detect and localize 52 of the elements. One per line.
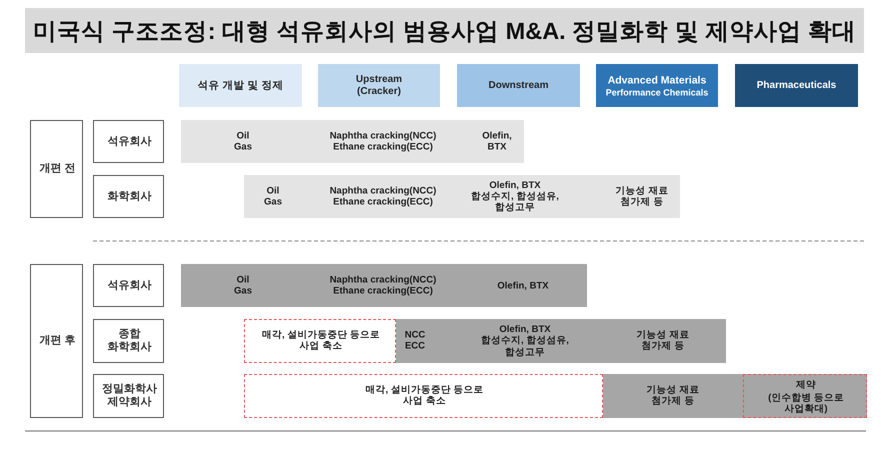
band-text: 기능성 재료 첨가제 등 [636,330,690,352]
row-label-box [93,264,164,307]
band-text: Oil Gas [264,185,282,208]
band-text: (인수합병 등으로 사업확대) [768,392,844,415]
business-band [603,374,743,418]
header-text: Pharmaceuticals [756,80,837,92]
dashed-box [244,319,396,363]
header-text: Downstream [488,80,550,92]
dashed-band [743,374,867,418]
band-text: Oil Gas [234,274,252,297]
header-text: 석유 개발 및 정제 [197,79,284,92]
band-text: Olefin, BTX 합성수지, 합성섬유, 합성고무 [470,179,560,214]
group-label-box [30,120,83,218]
row-label: 화학회사 [107,190,152,204]
row-label-box [93,374,164,418]
band-text: 제약 [796,378,816,390]
row-label: 석유회사 [107,134,152,148]
business-band [396,319,726,363]
business-band [181,120,524,163]
column-header [457,64,580,107]
dashed-box [244,374,603,418]
row-label: 정밀화학사 제약회사 [102,382,158,410]
band-text: Naphtha cracking(NCC) Ethane cracking(ECC) [329,274,437,297]
band-text: Naphtha cracking(NCC) Ethane cracking(ECC) [329,130,437,153]
row-label-box [93,175,164,218]
header-text: Upstream (Cracker) [355,74,403,98]
column-header [318,64,440,107]
business-band [244,175,680,218]
row-label: 석유회사 [107,278,152,292]
title: 미국식 구조조정: 대형 석유회사의 범용사업 M&A. 정밀화학 및 제약사업 확대 [33,16,856,45]
row-label-box [93,319,164,363]
band-text: Olefin, BTX 합성수지, 합성섬유, 합성고무 [480,324,570,358]
band-text: Oil Gas [234,130,252,153]
row-label: 종합 화학회사 [107,328,152,354]
column-header [735,64,858,107]
band-text: Naphtha cracking(NCC) Ethane cracking(ECC) [329,185,437,208]
row-label-box [93,120,164,163]
group-label: 개편 전 [38,162,76,176]
business-band [181,264,587,307]
band-text: NCC ECC [404,330,426,352]
column-header [596,64,718,107]
header-text: Advanced Materials [607,74,707,87]
column-header [179,64,302,107]
band-text: Olefin, BTX [496,280,550,292]
band-text: 기능성 재료 첨가제 등 [646,384,700,408]
band-text: 기능성 재료 첨가제 등 [615,185,669,208]
group-label-box [30,264,83,418]
note-text: 매각, 설비가동중단 등으로 사업 축소 [365,384,484,408]
group-label: 개편 후 [38,334,76,348]
header-text: Performance Chemicals [605,87,709,98]
band-text: Olefin, BTX [482,130,512,153]
note-text: 매각, 설비가동중단 등으로 사업 축소 [262,330,380,352]
